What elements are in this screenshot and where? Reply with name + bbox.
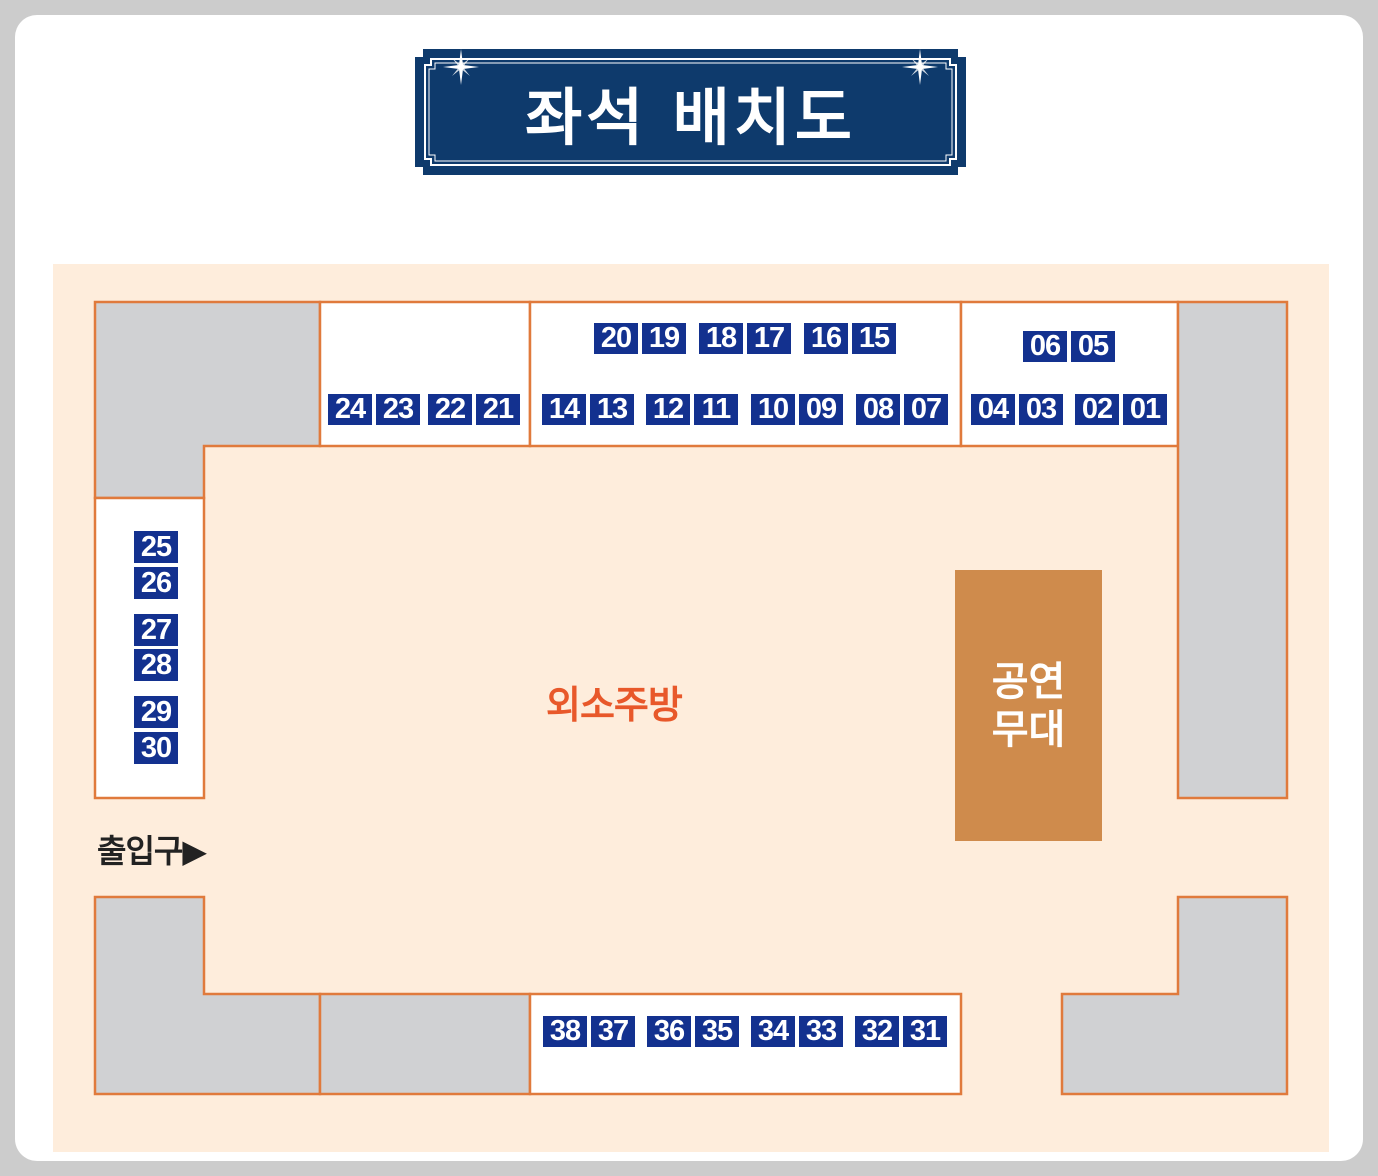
seat-08[interactable]: 08: [856, 394, 900, 425]
blocked-area-bottom-left: [93, 895, 322, 1096]
seat-24[interactable]: 24: [328, 394, 372, 425]
seat-17[interactable]: 17: [747, 323, 791, 354]
seat-30[interactable]: 30: [134, 732, 178, 764]
seat-11[interactable]: 11: [694, 394, 738, 425]
blocked-area-bottom-center-left: [318, 992, 532, 1096]
seat-07[interactable]: 07: [904, 394, 948, 425]
seat-13[interactable]: 13: [590, 394, 634, 425]
title-banner: 좌석 배치도: [415, 49, 966, 175]
sparkle-icon: [902, 49, 938, 85]
seat-35[interactable]: 35: [695, 1016, 739, 1047]
seat-26[interactable]: 26: [134, 567, 178, 599]
seat-16[interactable]: 16: [804, 323, 848, 354]
seat-14[interactable]: 14: [542, 394, 586, 425]
seat-28[interactable]: 28: [134, 649, 178, 681]
seat-09[interactable]: 09: [799, 394, 843, 425]
seat-01[interactable]: 01: [1123, 394, 1167, 425]
page-title: 좌석 배치도: [525, 81, 856, 154]
blocked-area-right: [1176, 300, 1289, 800]
seat-33[interactable]: 33: [799, 1016, 843, 1047]
seat-03[interactable]: 03: [1019, 394, 1063, 425]
seat-06[interactable]: 06: [1023, 331, 1067, 362]
blocked-area-bottom-right: [1060, 895, 1289, 1096]
banner-frame: [415, 49, 966, 175]
seat-20[interactable]: 20: [594, 323, 638, 354]
seat-36[interactable]: 36: [647, 1016, 691, 1047]
seat-34[interactable]: 34: [751, 1016, 795, 1047]
seat-23[interactable]: 23: [376, 394, 420, 425]
stage-label-line2: 무대: [991, 707, 1066, 752]
entrance-label: 출입구▶: [97, 833, 207, 869]
seat-32[interactable]: 32: [855, 1016, 899, 1047]
seat-25[interactable]: 25: [134, 531, 178, 563]
seat-29[interactable]: 29: [134, 696, 178, 728]
seat-02[interactable]: 02: [1075, 394, 1119, 425]
seat-21[interactable]: 21: [476, 394, 520, 425]
seat-18[interactable]: 18: [699, 323, 743, 354]
seat-27[interactable]: 27: [134, 614, 178, 646]
seat-38[interactable]: 38: [543, 1016, 587, 1047]
seat-15[interactable]: 15: [852, 323, 896, 354]
seat-12[interactable]: 12: [646, 394, 690, 425]
seat-37[interactable]: 37: [591, 1016, 635, 1047]
seat-05[interactable]: 05: [1071, 331, 1115, 362]
performance-stage: 공연 무대: [955, 570, 1102, 841]
seat-31[interactable]: 31: [903, 1016, 947, 1047]
seat-10[interactable]: 10: [751, 394, 795, 425]
stage-label-line1: 공연: [991, 659, 1066, 704]
seat-04[interactable]: 04: [971, 394, 1015, 425]
seat-19[interactable]: 19: [642, 323, 686, 354]
kitchen-label: 외소주방: [546, 685, 683, 727]
blocked-area-top-left: [93, 300, 322, 500]
seat-22[interactable]: 22: [428, 394, 472, 425]
sparkle-icon: [443, 49, 479, 85]
